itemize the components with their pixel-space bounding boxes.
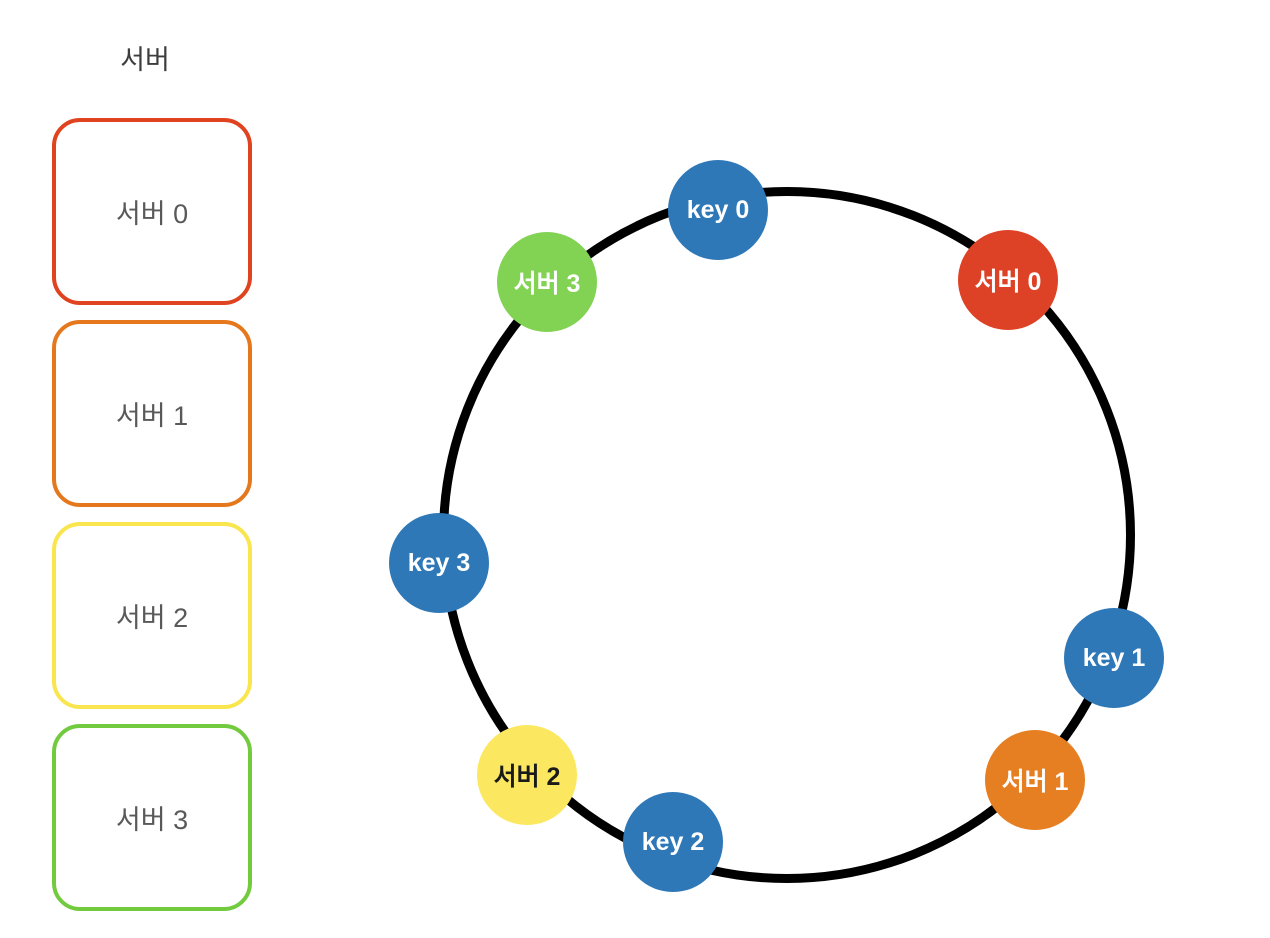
- ring-node-server-3: 서버 1: [985, 730, 1085, 830]
- server-box-0: 서버 0: [52, 118, 252, 305]
- ring-node-key-2: key 1: [1064, 608, 1164, 708]
- server-box-1: 서버 1: [52, 320, 252, 507]
- ring-node-key-4: key 2: [623, 792, 723, 892]
- ring-node-server-1: 서버 0: [958, 230, 1058, 330]
- ring-node-key-0: key 0: [668, 160, 768, 260]
- ring-node-key-6: key 3: [389, 513, 489, 613]
- server-list-title: 서버: [120, 45, 170, 75]
- ring-node-server-5: 서버 2: [477, 725, 577, 825]
- server-box-2: 서버 2: [52, 522, 252, 709]
- server-box-3: 서버 3: [52, 724, 252, 911]
- ring-node-server-7: 서버 3: [497, 232, 597, 332]
